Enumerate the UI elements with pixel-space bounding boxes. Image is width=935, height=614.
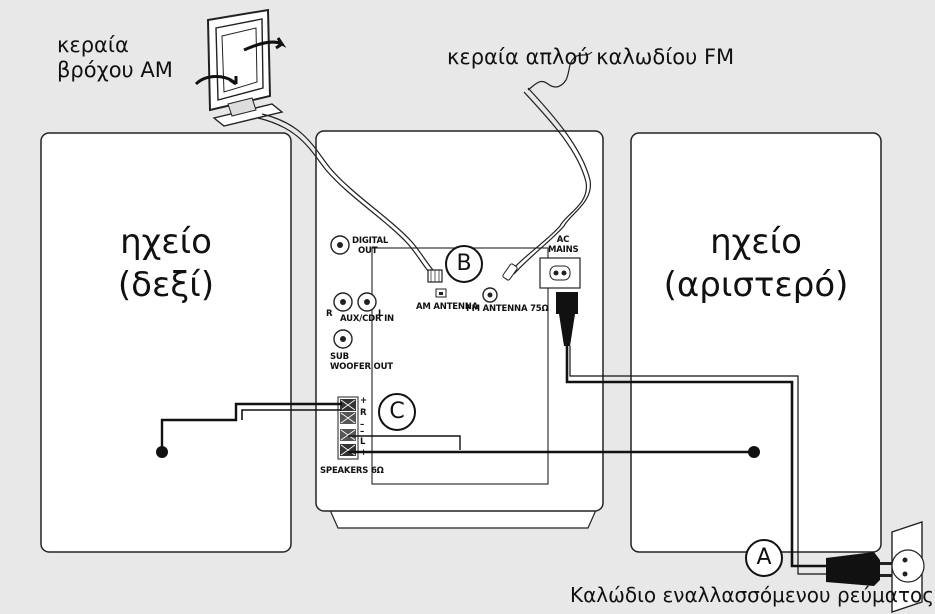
am-antenna-label: AM ANTENNA: [416, 302, 479, 312]
digital-out-label: DIGITAL OUT: [352, 236, 388, 256]
am-loop-antenna-label: κεραία βρόχου AM: [57, 33, 173, 83]
am-antenna-cable-inner: [261, 113, 441, 279]
am-loop-antenna-label-line1: κεραία: [57, 33, 129, 57]
ac-power-cable-inner: [569, 346, 828, 575]
fm-antenna-label: FM ANTENNA 75Ω: [466, 304, 549, 314]
aux-l-label: L: [378, 309, 384, 319]
subwoofer-out-label: SUB WOOFER OUT: [330, 352, 393, 372]
left-speaker-label: ηχείο (αριστερό): [631, 221, 881, 306]
fm-wire-antenna: [509, 91, 587, 273]
fm-wire-end: [527, 51, 593, 91]
left-speaker-wire-inner: [348, 435, 461, 450]
aux-cdr-in-jacks: [333, 292, 377, 312]
ac-mains-plug: [556, 292, 578, 346]
speakers-label: SPEAKERS 6Ω: [320, 466, 384, 476]
aux-cdr-in-label: AUX/CDR IN: [340, 314, 394, 324]
am-antenna-connector: [427, 269, 443, 283]
digital-out-label-line2: OUT: [358, 246, 378, 257]
am-loop-antenna: [206, 8, 284, 127]
ac-power-cable-label: Καλώδιο εναλλασσόμενου ρεύματος: [570, 583, 934, 607]
right-speaker-wire: [160, 402, 342, 452]
fm-antenna-plug: [502, 263, 518, 281]
am-antenna-cable: [257, 117, 437, 281]
terminal-r-label: R: [360, 408, 367, 418]
ac-mains-label: AC MAINS: [548, 235, 579, 256]
subwoofer-out-jack: [333, 329, 353, 349]
left-speaker-label-line2: (αριστερό): [663, 264, 849, 305]
right-speaker-label: ηχείο (δεξί): [41, 221, 291, 306]
fm-wire-antenna-inner: [513, 87, 591, 275]
badge-a: A: [745, 539, 783, 577]
rotate-arrow-icon: [194, 75, 238, 86]
am-loop-antenna-label-line2: βρόχου AM: [57, 58, 173, 83]
ac-mains-label-line2: MAINS: [548, 245, 579, 256]
badge-b: B: [445, 245, 483, 283]
terminal-minus-top-label: –: [360, 420, 365, 430]
terminal-plus-bottom-label: +: [360, 448, 367, 458]
right-speaker-terminal-dot: [156, 446, 168, 458]
right-speaker-label-line2: (δεξί): [117, 264, 215, 305]
digital-out-jack: [330, 235, 350, 255]
ac-mains-label-line1: AC: [556, 235, 570, 245]
left-speaker-terminal-dot: [748, 446, 760, 458]
ac-power-cable: [565, 346, 828, 568]
badge-c: C: [378, 393, 416, 431]
terminal-minus-bottom-label: –: [360, 427, 365, 437]
left-speaker-label-line1: ηχείο: [710, 222, 802, 262]
speaker-terminals: [337, 396, 359, 460]
right-speaker: [40, 132, 292, 553]
rotate-arrow-icon: [243, 37, 287, 52]
am-antenna-socket: [435, 288, 447, 298]
terminal-l-label: L: [360, 437, 366, 447]
wall-socket: [891, 521, 925, 613]
subwoofer-out-label-line2: WOOFER OUT: [330, 362, 393, 373]
digital-out-label-line1: DIGITAL: [352, 236, 389, 246]
fm-antenna-socket: [482, 287, 498, 303]
power-plug: [826, 552, 896, 586]
right-speaker-wire-inner: [241, 409, 342, 420]
fm-wire-antenna-label: κεραία απλού καλωδίου FM: [447, 45, 735, 69]
aux-r-label: R: [326, 309, 333, 319]
subwoofer-out-label-line1: SUB: [330, 352, 349, 362]
terminal-plus-top-label: +: [360, 396, 367, 406]
right-speaker-label-line1: ηχείο: [120, 222, 212, 262]
left-speaker: [630, 132, 882, 553]
